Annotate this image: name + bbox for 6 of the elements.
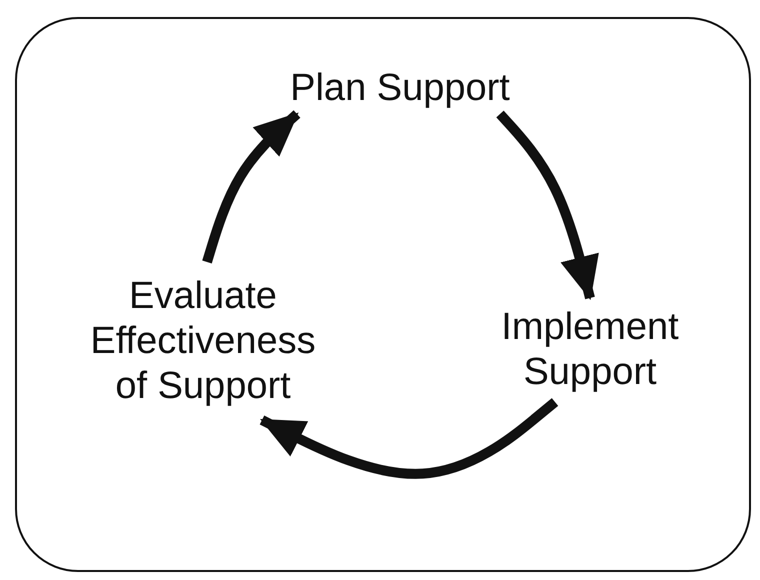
step-label: Plan Support	[290, 66, 510, 110]
arrow	[202, 110, 300, 264]
step-label: Evaluate Effectiveness of Support	[89, 274, 317, 408]
arrow	[260, 398, 558, 479]
step-label: Implement Support	[500, 305, 680, 395]
arrow	[496, 110, 599, 300]
